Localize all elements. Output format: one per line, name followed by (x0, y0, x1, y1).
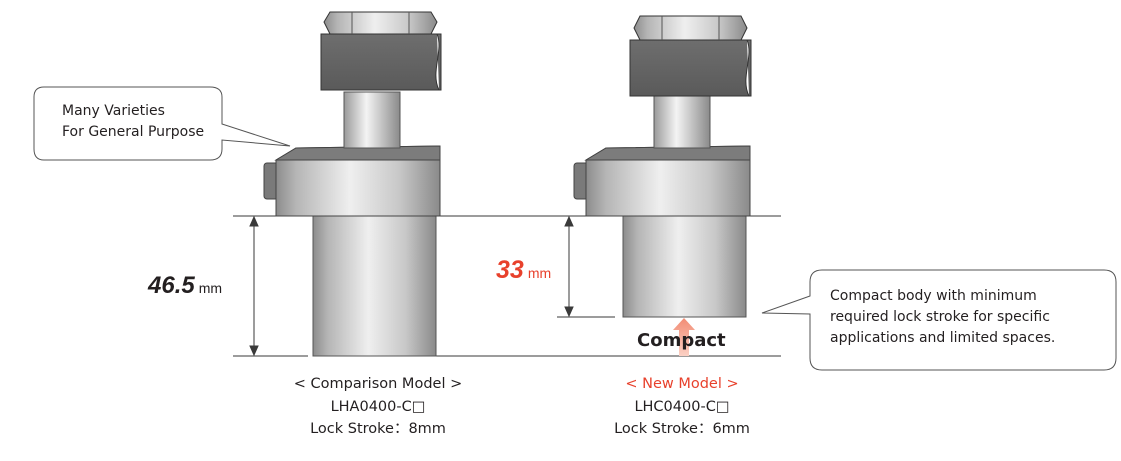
right-callout-line3: applications and limited spaces. (830, 330, 1056, 346)
new-model-title: < New Model > (625, 376, 739, 392)
left-callout-line1: Many Varieties (62, 103, 165, 119)
new-model-dimension-unit: mm (527, 265, 552, 281)
comparison-rod (343, 91, 401, 149)
comparison-model-caption: < Comparison Model > LHA0400-C□ Lock Str… (254, 373, 502, 441)
comparison-dimension-unit: mm (198, 280, 223, 296)
new-model-nut (633, 15, 748, 41)
new-model-arm (629, 39, 752, 97)
new-model-dimension-arrow (564, 215, 574, 318)
comparison-dimension-value: 46.5 (148, 272, 195, 299)
compact-up-arrow (673, 318, 695, 356)
comparison-body (312, 215, 437, 357)
comparison-clamp (263, 11, 442, 357)
comparison-dimension-arrow (249, 215, 259, 357)
comparison-model-title: < Comparison Model > (293, 376, 463, 392)
new-model-stroke: Lock Stroke：6mm (614, 421, 750, 437)
comparison-model-code: LHA0400-C□ (330, 398, 426, 415)
comparison-nut (323, 11, 438, 35)
left-callout-text: Many Varieties For General Purpose (62, 101, 204, 143)
new-model-caption: < New Model > LHC0400-C□ Lock Stroke：6mm (574, 373, 790, 441)
comparison-model-stroke: Lock Stroke：8mm (310, 421, 446, 437)
left-callout-bubble (33, 86, 291, 161)
new-model-clamp (573, 15, 752, 318)
right-callout-bubble (761, 269, 1117, 371)
right-callout-line2: required lock stroke for specific (830, 309, 1050, 325)
new-model-dimension-value: 33 (496, 256, 524, 284)
compact-label: Compact (637, 330, 726, 351)
new-model-rod (653, 95, 711, 149)
right-callout-line1: Compact body with minimum (830, 288, 1037, 304)
left-callout-line2: For General Purpose (62, 124, 205, 140)
right-callout-text: Compact body with minimum required lock … (830, 286, 1055, 349)
new-model-body (622, 215, 747, 318)
new-model-code: LHC0400-C□ (634, 398, 730, 415)
comparison-arm (320, 33, 442, 91)
